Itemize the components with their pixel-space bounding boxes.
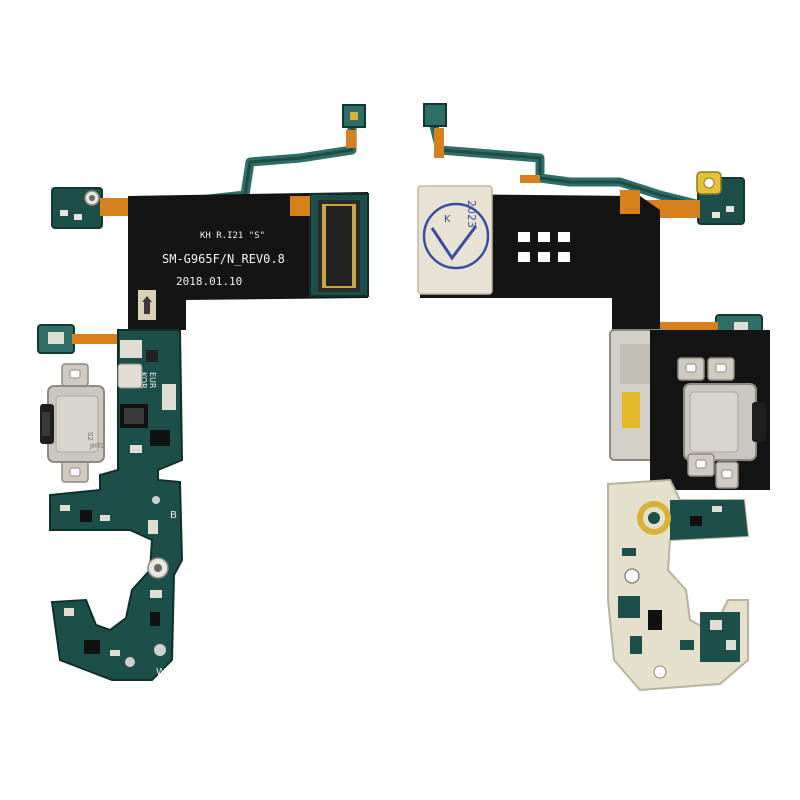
back-main-pcb: [607, 478, 750, 692]
back-shield-mark: K: [444, 214, 451, 225]
front-port-mark-jmtc: JMTC: [89, 443, 104, 450]
front-top-flex: [159, 104, 366, 210]
front-silk-line1: KH R.I21 "S": [200, 231, 265, 241]
front-silk-w: W: [156, 667, 166, 678]
front-silk-model: SM-G965F/N_REV0.8: [162, 252, 285, 266]
contact-pad-grid: [518, 232, 570, 262]
front-silk-b: B: [170, 510, 177, 521]
usb-c-port-icon-back: [650, 330, 770, 490]
back-top-flex: [423, 103, 702, 210]
front-silk-date: 2018.01.10: [176, 275, 242, 288]
usb-c-port-icon: [40, 363, 143, 483]
board-to-board-connector: [322, 204, 356, 288]
front-flex-body: [128, 192, 369, 330]
front-silk-eur: EUR: [148, 372, 157, 389]
front-main-pcb: [49, 329, 184, 681]
front-port-mark-s2: S2: [86, 432, 94, 441]
front-silk-kor: KOR: [139, 372, 148, 389]
back-board: 2023 K: [417, 103, 770, 692]
back-shield-stamp: 2023: [465, 200, 478, 228]
front-mic-tab: [37, 324, 122, 354]
back-shield-sticker: 2023 K: [417, 185, 493, 295]
front-board: KH R.I21 "S" SM-G965F/N_REV0.8 2018.01.1…: [37, 104, 369, 681]
